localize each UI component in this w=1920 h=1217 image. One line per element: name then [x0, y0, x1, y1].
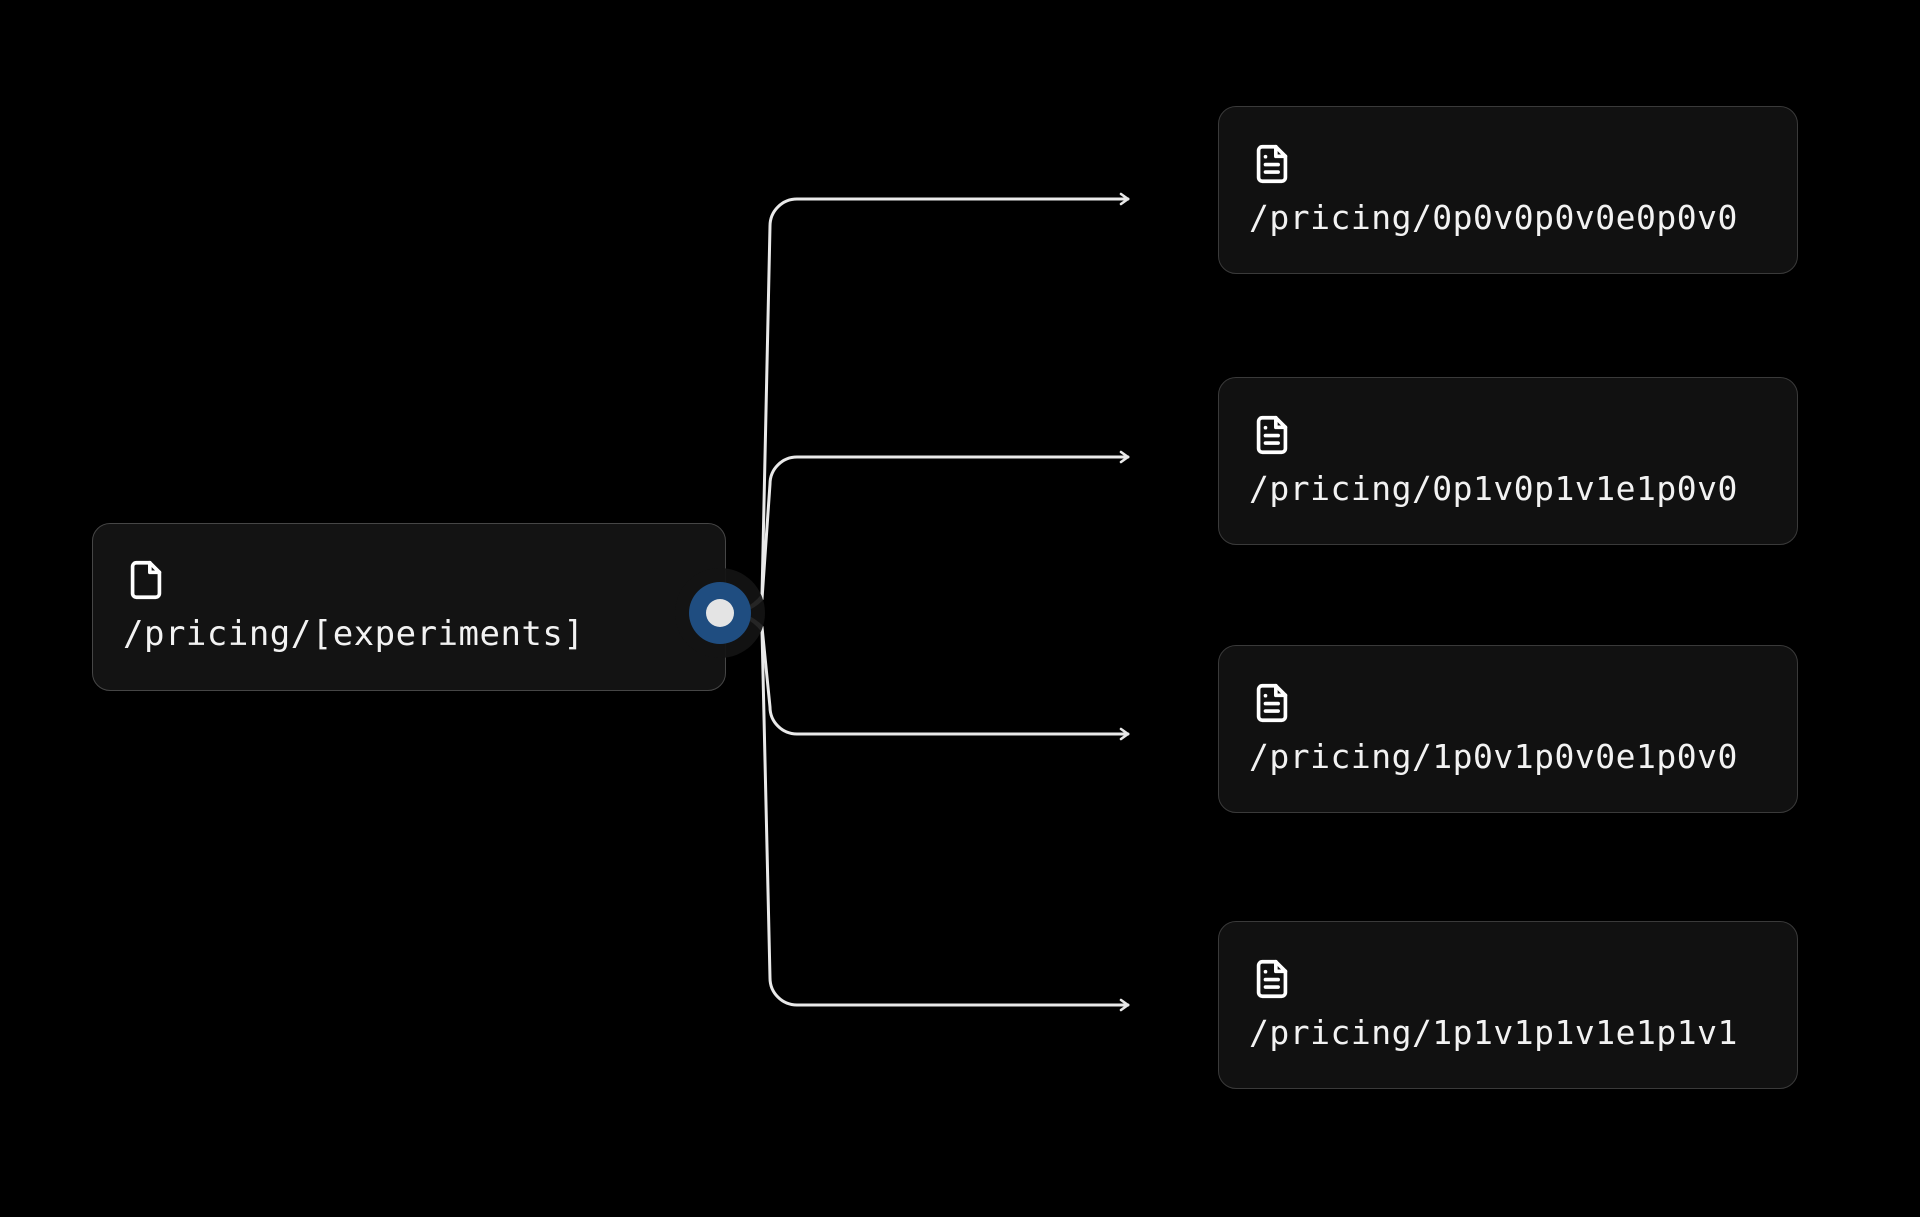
file-text-icon — [1249, 412, 1295, 458]
target-node-1[interactable]: /pricing/0p0v0p0v0e0p0v0 — [1218, 106, 1798, 274]
target-node-label: /pricing/0p1v0p1v1e1p0v0 — [1249, 468, 1738, 508]
edge-to-target-4 — [720, 611, 1130, 1012]
target-node-label: /pricing/1p0v1p0v0e1p0v0 — [1249, 736, 1738, 776]
file-icon — [123, 557, 169, 603]
target-node-2[interactable]: /pricing/0p1v0p1v1e1p0v0 — [1218, 377, 1798, 545]
edge-to-target-1 — [720, 192, 1130, 615]
file-text-icon — [1249, 956, 1295, 1002]
source-node[interactable]: /pricing/[experiments] — [92, 523, 726, 691]
target-node-label: /pricing/0p0v0p0v0e0p0v0 — [1249, 197, 1738, 237]
file-text-icon — [1249, 141, 1295, 187]
target-node-4[interactable]: /pricing/1p1v1p1v1e1p1v1 — [1218, 921, 1798, 1089]
file-text-icon — [1249, 680, 1295, 726]
edge-to-target-3 — [720, 611, 1130, 741]
source-node-label: /pricing/[experiments] — [123, 614, 585, 655]
connector-handle-icon — [706, 599, 734, 627]
source-handle[interactable] — [689, 582, 751, 644]
edge-to-target-2 — [720, 450, 1130, 615]
target-node-label: /pricing/1p1v1p1v1e1p1v1 — [1249, 1012, 1738, 1052]
target-node-3[interactable]: /pricing/1p0v1p0v0e1p0v0 — [1218, 645, 1798, 813]
